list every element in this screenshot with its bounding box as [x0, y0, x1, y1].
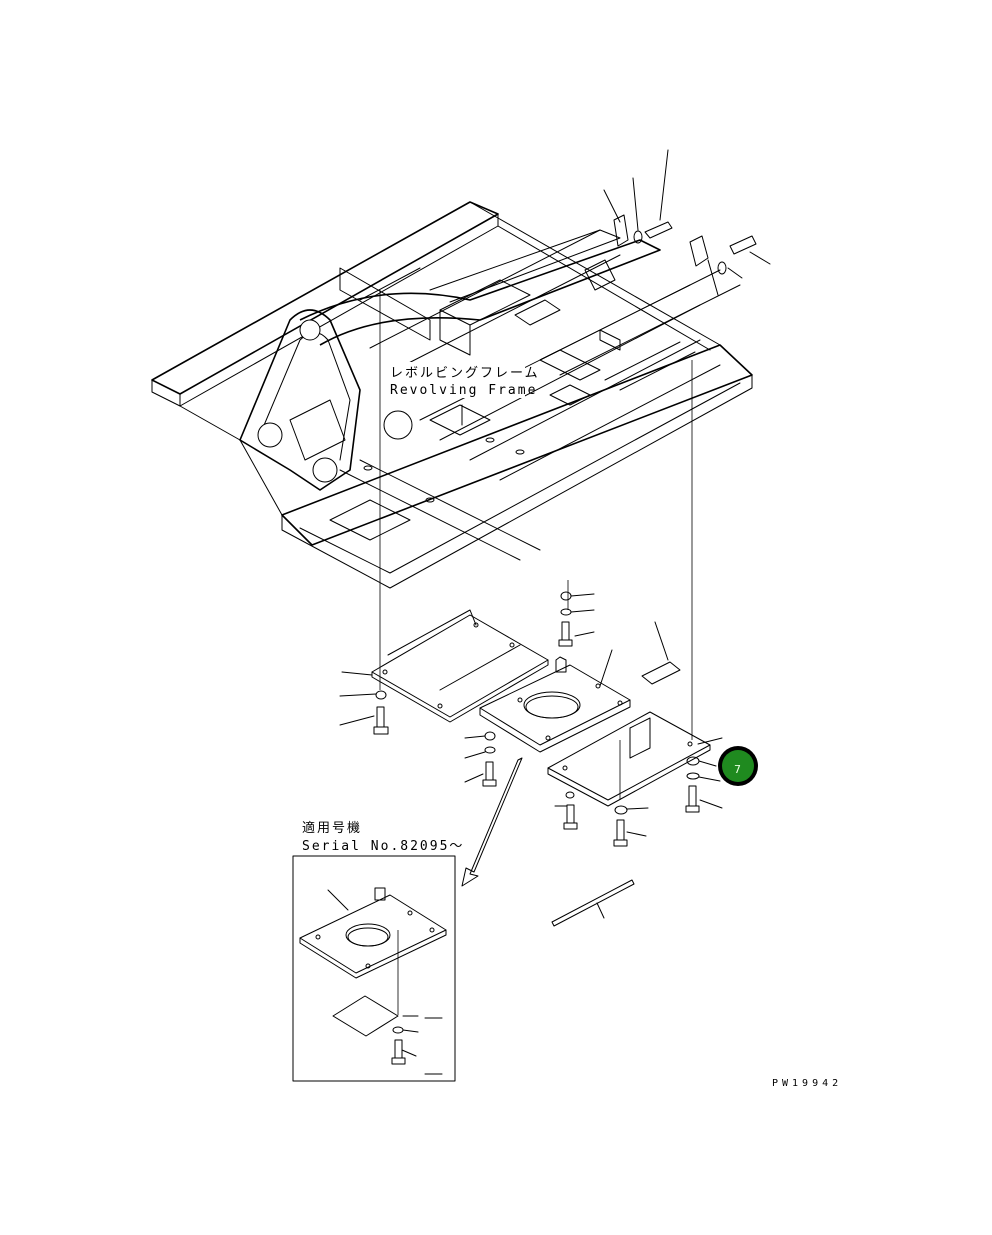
- label-plate: [641, 661, 681, 685]
- callout-marker-fill[interactable]: [722, 750, 754, 782]
- frame-label-japanese: レボルビングフレーム: [390, 366, 540, 381]
- callout-marker-label: 7: [734, 763, 741, 776]
- serial-inset: 適用号機 Serial No.82095～: [292, 820, 464, 1082]
- inset-serial: Serial No.82095～: [302, 839, 464, 854]
- washer-top-left: [633, 230, 643, 244]
- alignment-lines: [379, 290, 693, 800]
- seal-strip: [551, 879, 635, 927]
- inset-box: [292, 855, 456, 1082]
- drawing-code: PW19942: [772, 1078, 842, 1089]
- bracket-right: [689, 235, 709, 267]
- revolving-frame: [151, 201, 753, 589]
- bolt-top-left: [644, 221, 673, 239]
- callout-marker[interactable]: 7: [718, 746, 758, 786]
- top-hardware: [603, 149, 771, 296]
- cover-middle: [479, 664, 631, 746]
- pointer-arrow: [461, 757, 523, 887]
- frame-label-english: Revolving Frame: [390, 383, 537, 398]
- lower-hardware: [339, 591, 723, 847]
- frame-label: レボルビングフレーム Revolving Frame: [385, 362, 540, 398]
- pin: [555, 656, 567, 673]
- under-covers: [371, 609, 711, 927]
- bolt-top-right: [729, 235, 757, 255]
- bracket-left: [613, 214, 629, 247]
- inset-title: 適用号機: [302, 820, 362, 836]
- washer-top-right: [717, 261, 727, 275]
